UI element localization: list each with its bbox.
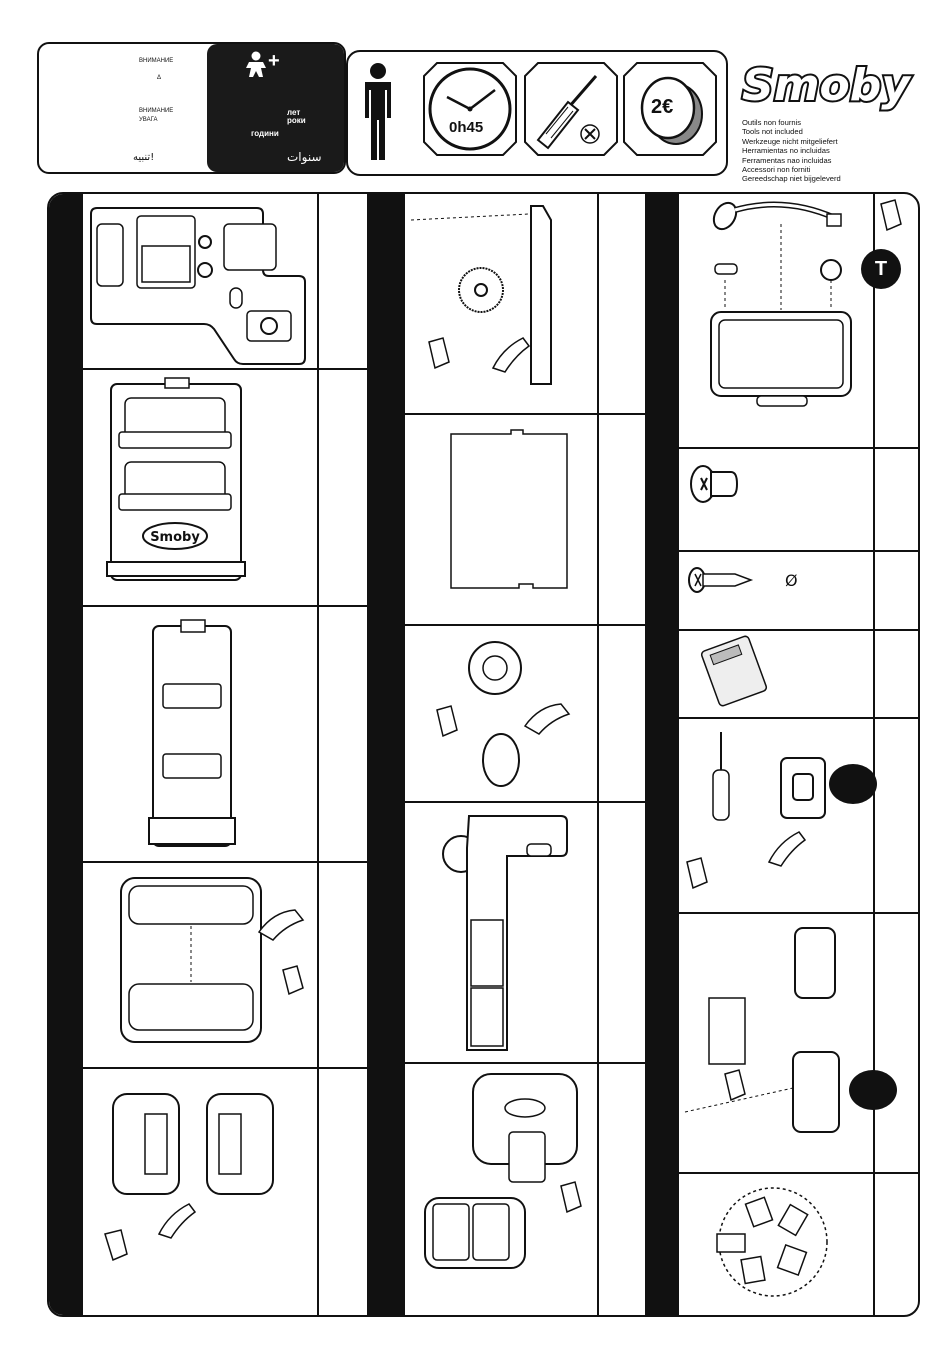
instruction-grid: Smoby <box>47 192 920 1317</box>
age-panel: + лет роки години سنوات <box>207 44 344 172</box>
step6-dial <box>409 200 595 410</box>
tools-line-es: Herramientas no incluidas <box>742 146 841 155</box>
warning-ru-title-2: ВНИМАНИЕ <box>139 108 173 115</box>
step7-sheet <box>445 428 575 598</box>
ua-years: роки <box>287 116 306 125</box>
smoby-logo: Smoby <box>740 58 890 119</box>
col2-stripe <box>367 194 405 1315</box>
warning-panel: ВНИМАНИЕ Δ ВНИМАНИЕ УВАГА تنبيه! + лет р… <box>37 42 346 174</box>
hand-scissors-icon <box>259 910 303 940</box>
tools-line-it: Accessori non forniti <box>742 165 841 174</box>
step16-clip-assembly <box>685 924 865 1164</box>
assembly-info: 0h45 2€ <box>346 50 728 176</box>
warning-ua-title: УВАГА <box>139 117 157 124</box>
step10-assembly <box>409 1070 599 1310</box>
c3-div6 <box>645 1172 918 1174</box>
warning-left: ВНИМАНИЕ Δ ВНИМАНИЕ УВАГА تنبيه! <box>39 44 207 172</box>
coin-value: 2€ <box>651 96 673 119</box>
badge-dark-2 <box>849 1070 897 1110</box>
step5-brackets <box>99 1084 309 1304</box>
screwdriver-icon <box>524 62 618 156</box>
tools-line-en: Tools not included <box>742 127 841 136</box>
diameter-symbol: Ø <box>785 571 798 590</box>
step8-wheel <box>417 630 597 800</box>
clock-frame: 0h45 <box>423 62 517 156</box>
step12-rivet <box>685 460 765 520</box>
tools-line-de: Werkzeuge nicht mitgeliefert <box>742 137 841 146</box>
c2-div3 <box>367 801 645 803</box>
step2-cabinet-front: Smoby <box>105 378 305 588</box>
bg-years: години <box>251 129 279 138</box>
c2-div1 <box>367 413 645 415</box>
c2-div4 <box>367 1062 645 1064</box>
step14-calculator <box>699 638 779 708</box>
step11-monitor-cable <box>685 200 915 440</box>
c2-div2 <box>367 624 645 626</box>
c1-div3 <box>49 861 367 863</box>
tools-line-nl: Gereedschap niet bijgeleverd <box>742 174 841 183</box>
coin-frame: 2€ <box>623 62 717 156</box>
step1-tray-illustration <box>87 206 317 366</box>
screwdriver-frame <box>524 62 618 156</box>
warning-triangle: Δ <box>157 75 161 82</box>
svg-text:Smoby: Smoby <box>742 60 912 111</box>
c3-div4 <box>645 717 918 719</box>
plus-sign: + <box>268 50 280 73</box>
c3-div2 <box>645 550 918 552</box>
cart-logo-text: Smoby <box>150 530 200 545</box>
col1-edge <box>317 194 319 1315</box>
badge-dark-1 <box>829 764 877 804</box>
tools-line-pt: Ferramentas nao incluidas <box>742 156 841 165</box>
c3-div1 <box>645 447 918 449</box>
hand-icon <box>159 1204 195 1238</box>
step3-cabinet-side <box>145 618 265 852</box>
c3-div5 <box>645 912 918 914</box>
c1-div4 <box>49 1067 367 1069</box>
c1-div1 <box>49 368 367 370</box>
trash-bag-icon <box>283 966 303 994</box>
step13-screw: Ø <box>685 562 825 612</box>
warning-ar-title: تنبيه! <box>133 152 154 163</box>
trash-bag-icon-2 <box>105 1230 127 1260</box>
ar-years: سنوات <box>287 150 322 164</box>
col1-stripe <box>49 194 83 1315</box>
adult-figure-icon <box>360 62 396 162</box>
step4-cut-frame <box>111 874 321 1054</box>
badge-t: T <box>861 249 901 289</box>
tools-not-included: Outils non fournis Tools not included We… <box>742 118 841 184</box>
col3-stripe <box>645 194 679 1315</box>
assembly-time: 0h45 <box>449 119 483 136</box>
step17-storage <box>709 1184 839 1304</box>
c3-div3 <box>645 629 918 631</box>
step15-cable-box <box>685 722 845 908</box>
step9-stand <box>439 808 589 1058</box>
warning-ru-title: ВНИМАНИЕ <box>139 58 173 65</box>
tools-line-fr: Outils non fournis <box>742 118 841 127</box>
c1-div2 <box>49 605 367 607</box>
